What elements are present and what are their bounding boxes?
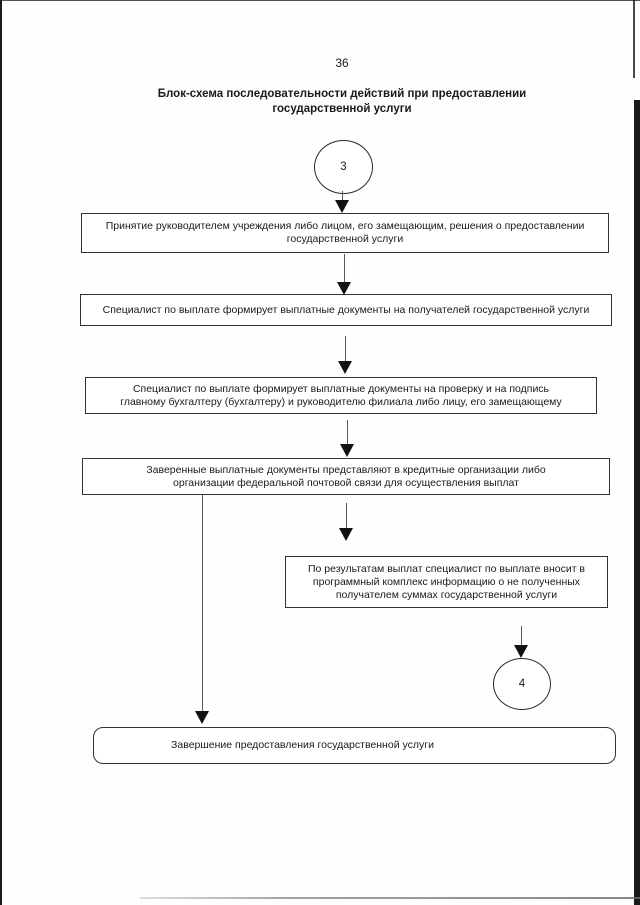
scan-border-left xyxy=(0,0,2,905)
flow-step-5-text: По результатам выплат специалист по выпл… xyxy=(307,562,586,601)
arrow-shaft xyxy=(201,495,203,711)
connector-end-label: 4 xyxy=(518,678,526,690)
arrow-head-icon xyxy=(195,711,209,724)
arrow-shaft xyxy=(345,503,347,528)
page-number: 36 xyxy=(335,56,349,70)
flow-step-2: Специалист по выплате формирует выплатны… xyxy=(80,294,612,326)
arrow-shaft xyxy=(344,336,346,361)
page-title-line1: Блок-схема последовательности действий п… xyxy=(157,88,527,100)
flow-step-5: По результатам выплат специалист по выпл… xyxy=(285,556,608,608)
arrow-step3-to-step4 xyxy=(340,420,354,457)
scan-bottom-edge xyxy=(140,897,640,899)
flow-step-final-text: Завершение предоставления государственно… xyxy=(171,739,434,751)
arrow-head-icon xyxy=(337,282,351,295)
flow-step-4-text: Заверенные выплатные документы представл… xyxy=(146,463,546,489)
flow-step-1-text: Принятие руководителем учреждения либо л… xyxy=(105,220,585,245)
flow-step-3-text: Специалист по выплате формирует выплатны… xyxy=(120,382,562,408)
connector-start-label: 3 xyxy=(340,161,347,173)
arrow-step4-to-final xyxy=(195,495,209,724)
arrow-step4-to-step5 xyxy=(339,503,353,541)
arrow-head-icon xyxy=(338,361,352,374)
arrow-start-to-step1 xyxy=(335,191,349,213)
page-title: Блок-схема последовательности действий п… xyxy=(102,87,582,117)
flow-step-4: Заверенные выплатные документы представл… xyxy=(82,458,610,495)
flow-step-3: Специалист по выплате формирует выплатны… xyxy=(85,377,597,414)
arrow-head-icon xyxy=(339,528,353,541)
arrow-shaft xyxy=(343,254,345,282)
connector-circle-start: 3 xyxy=(314,140,373,194)
arrow-head-icon xyxy=(514,645,528,658)
arrow-head-icon xyxy=(340,444,354,457)
arrow-step5-to-end xyxy=(514,626,528,658)
scan-border-top xyxy=(0,0,640,1)
flow-step-2-text: Специалист по выплате формирует выплатны… xyxy=(102,303,590,316)
arrow-shaft xyxy=(520,626,522,645)
scan-border-right-thin xyxy=(633,0,635,78)
arrow-step1-to-step2 xyxy=(337,254,351,295)
arrow-step2-to-step3 xyxy=(338,336,352,374)
flow-step-final: Завершение предоставления государственно… xyxy=(93,727,616,764)
connector-circle-end: 4 xyxy=(493,658,551,710)
flow-step-1: Принятие руководителем учреждения либо л… xyxy=(81,213,609,253)
arrow-head-icon xyxy=(335,200,349,213)
arrow-shaft xyxy=(346,420,348,444)
page-title-line2: государственной услуги xyxy=(272,103,412,115)
scan-border-right-thick xyxy=(634,100,640,905)
arrow-shaft xyxy=(341,191,343,200)
